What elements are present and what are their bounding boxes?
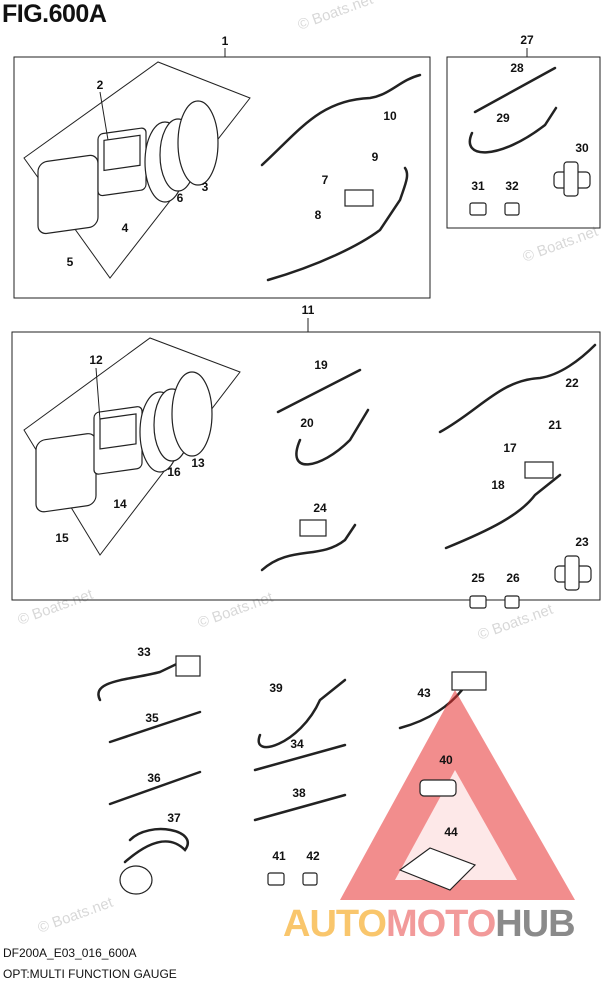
figure-code: DF200A_E03_016_600A [3,946,137,960]
callout: 43 [417,686,431,700]
callout: 44 [444,825,458,839]
logo-auto: AUTO [283,903,387,945]
callout: 22 [565,376,579,390]
callout: 10 [383,109,397,123]
callout: 3 [202,180,209,194]
callout: 38 [292,786,306,800]
callout: 39 [269,681,283,695]
callout: 34 [290,737,304,751]
callout: 36 [147,771,161,785]
gauge-assembly-12 [35,371,213,513]
callout: 33 [137,645,151,659]
group-box-1 [13,48,431,299]
callout: 30 [575,141,589,155]
callout: 1 [222,34,229,48]
callout: 37 [167,811,181,825]
watermark-text: © Boats.net [36,894,116,937]
callout: 2 [97,78,104,92]
callout: 20 [300,416,314,430]
callout: 27 [520,33,534,47]
callout: 18 [491,478,505,492]
callout: 32 [505,179,519,193]
callout: 24 [313,501,327,515]
logo-moto: MOTO [385,903,496,945]
callout: 16 [167,465,181,479]
group-box-27 [446,48,601,229]
callout: 35 [145,711,159,725]
callout: 17 [503,441,517,455]
callout: 26 [506,571,520,585]
callout: 42 [306,849,320,863]
callout: 40 [439,753,453,767]
callout: 28 [510,61,524,75]
callout: 5 [67,255,74,269]
logo-hub: HUB [495,903,575,945]
callout: 4 [122,221,129,235]
callout: 23 [575,535,589,549]
watermark-text: © Boats.net [196,589,276,632]
watermark-text: © Boats.net [296,0,376,34]
callout: 21 [548,418,562,432]
watermark-text: © Boats.net [16,586,96,629]
callout: 19 [314,358,328,372]
callout: 12 [89,353,103,367]
callout: 14 [113,497,127,511]
watermark-text: © Boats.net [521,223,601,266]
callout: 8 [315,208,322,222]
callout: 29 [496,111,510,125]
gauge-assembly-1 [37,100,219,235]
callout: 31 [471,179,485,193]
group-box-11 [11,318,601,601]
callout: 9 [372,150,379,164]
connectors [267,161,592,886]
callout: 7 [322,173,329,187]
callout: 13 [191,456,205,470]
callout: 15 [55,531,69,545]
callout: 6 [177,191,184,205]
cables [97,66,597,895]
automotohub-logo-triangle [340,690,575,900]
callout: 11 [302,303,315,317]
callout-labels: 1 2 3 4 5 6 7 8 9 10 11 12 13 14 15 16 1… [55,33,589,863]
callout: 41 [272,849,286,863]
figure-title: FIG.600A [2,0,107,28]
automotohub-logo: AUTOMOTOHUB [283,903,576,946]
figure-caption: OPT:MULTI FUNCTION GAUGE [3,967,177,981]
callout: 25 [471,571,485,585]
